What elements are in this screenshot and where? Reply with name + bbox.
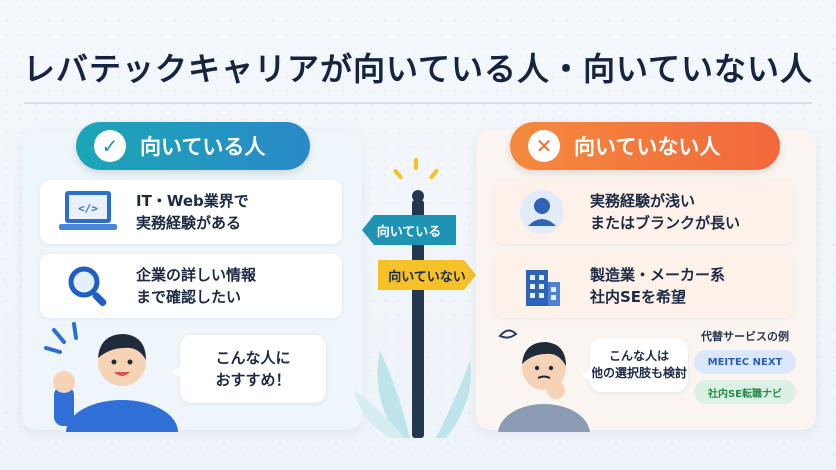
suitable-card-2-line2: まで確認したい — [136, 288, 242, 306]
unsuitable-card-2-line2: 社内SEを希望 — [590, 288, 687, 306]
suitable-card-experience: </> IT・Web業界で 実務経験がある — [40, 180, 342, 244]
unsuitable-card-1-line2: またはブランクが長い — [590, 214, 741, 232]
check-icon: ✓ — [94, 130, 126, 162]
sparkle-mark — [414, 158, 418, 170]
suitable-card-research: 企業の詳しい情報 まで確認したい — [40, 254, 342, 318]
page-title: レバテックキャリアが向いている人・向いていない人 — [22, 50, 814, 88]
cross-icon: ✕ — [528, 130, 560, 162]
unsuitable-card-manufacturing: 製造業・メーカー系 社内SEを希望 — [494, 254, 794, 318]
suitable-speech-bubble: こんな人に おすすめ！ — [172, 335, 326, 403]
person-icon — [494, 188, 590, 236]
suitable-card-2-line1: 企業の詳しい情報 — [136, 266, 257, 284]
leaf-decoration — [354, 350, 471, 438]
alternative-services-title: 代替サービスの例 — [701, 330, 789, 343]
alternative-service-chip: 社内SE転職ナビ — [694, 380, 796, 404]
unsuitable-card-1-line1: 実務経験が浅い — [590, 192, 696, 210]
unsuitable-header-label: 向いていない人 — [574, 135, 721, 159]
signpost-pole — [412, 200, 424, 438]
suitable-bubble-line1: こんな人に — [215, 349, 291, 367]
signpost-cap — [412, 190, 424, 202]
unsuitable-bubble-line1: こんな人は — [608, 349, 669, 363]
svg-text:</>: </> — [78, 202, 98, 215]
alternative-service-chip: MEITEC NEXT — [694, 350, 796, 374]
suitable-card-1-line2: 実務経験がある — [136, 214, 242, 232]
magnifier-icon — [40, 262, 136, 310]
suitable-bubble-line2: おすすめ！ — [215, 371, 291, 389]
signpost-yes-sign: 向いている — [362, 215, 456, 245]
alternative-services-box: 代替サービスの例 MEITEC NEXT 社内SE転職ナビ — [694, 328, 796, 420]
thinking-person-illustration — [498, 329, 590, 432]
unsuitable-header-pill: ✕ 向いていない人 — [510, 122, 780, 170]
building-icon — [494, 262, 590, 310]
unsuitable-speech-bubble: こんな人は 他の選択肢も検討 — [582, 338, 688, 392]
happy-person-illustration — [44, 322, 178, 432]
unsuitable-bubble-line2: 他の選択肢も検討 — [590, 366, 687, 380]
signpost-no-sign: 向いていない — [378, 260, 476, 290]
suitable-header-label: 向いている人 — [140, 135, 266, 159]
suitable-header-pill: ✓ 向いている人 — [76, 122, 310, 170]
unsuitable-card-experience: 実務経験が浅い またはブランクが長い — [494, 180, 794, 244]
laptop-code-icon: </> — [40, 189, 136, 235]
title-divider — [24, 102, 812, 104]
suitable-card-1-line1: IT・Web業界で — [136, 192, 249, 210]
unsuitable-card-2-line1: 製造業・メーカー系 — [590, 266, 726, 284]
